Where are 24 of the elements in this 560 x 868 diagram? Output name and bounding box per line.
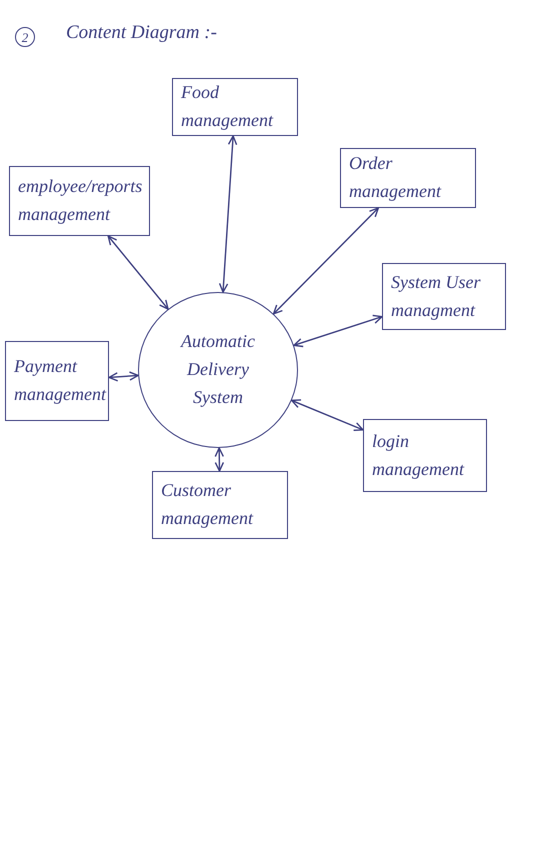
node-label: login management bbox=[372, 430, 466, 481]
arrow bbox=[290, 399, 364, 432]
arrow bbox=[107, 235, 169, 310]
arrow bbox=[293, 314, 383, 348]
entity-box bbox=[5, 341, 109, 421]
arrow bbox=[108, 371, 139, 382]
arrow bbox=[272, 207, 380, 315]
entity-box bbox=[152, 471, 288, 539]
circled-number: 2 bbox=[15, 27, 35, 47]
node-label: employee/reports management bbox=[18, 175, 142, 226]
diagram-title: Content Diagram :- bbox=[66, 22, 217, 44]
node-label: Automatic Delivery System bbox=[179, 330, 256, 409]
node-label: System User managment bbox=[391, 270, 482, 322]
arrow bbox=[218, 135, 238, 293]
entity-box bbox=[9, 166, 150, 236]
entity-box bbox=[363, 419, 487, 492]
entity-box bbox=[382, 263, 506, 330]
node-label: Food management bbox=[181, 81, 274, 132]
arrow bbox=[214, 447, 224, 472]
node-label: Customer management bbox=[161, 479, 254, 530]
entity-box bbox=[340, 148, 476, 208]
node-label: Order management bbox=[349, 152, 442, 203]
node-label: Payment management bbox=[14, 355, 106, 406]
entity-box bbox=[172, 78, 298, 136]
